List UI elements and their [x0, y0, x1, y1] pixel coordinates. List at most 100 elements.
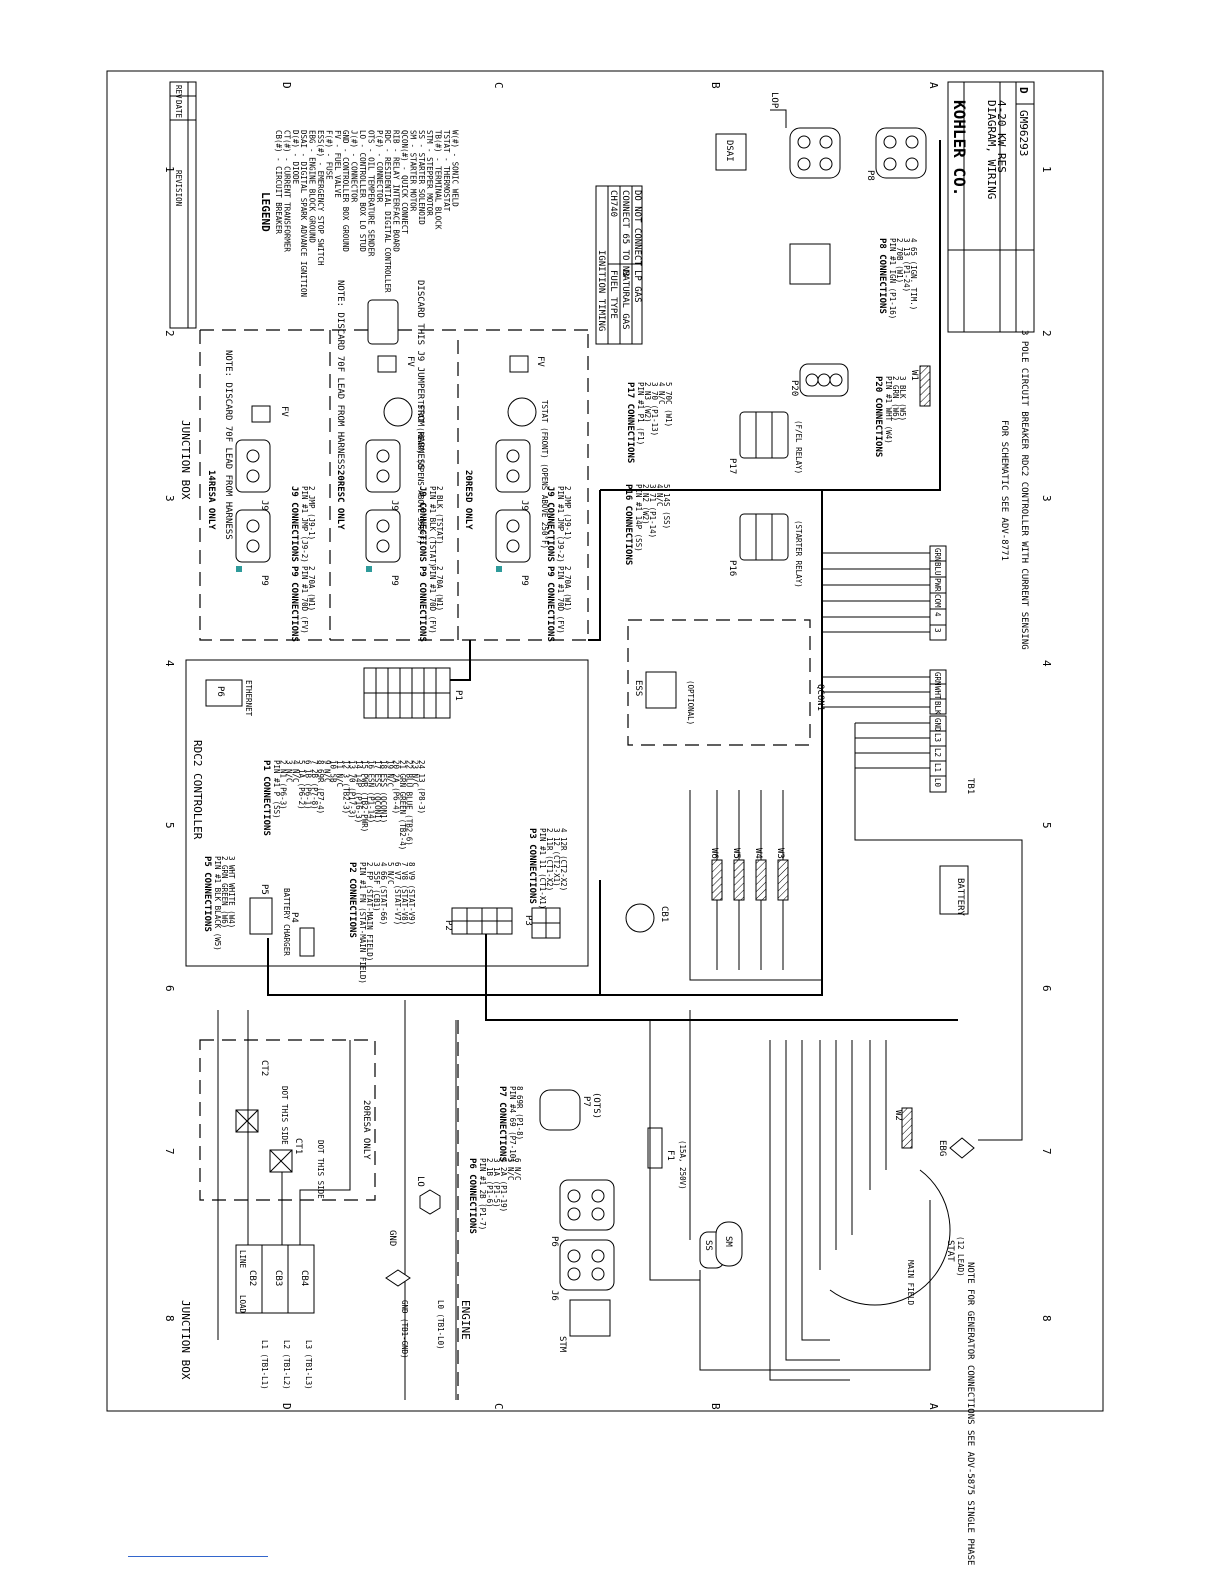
fv-label: FV — [279, 406, 289, 417]
page-footer-link[interactable] — [128, 1556, 268, 1557]
p20-connections-title: P20 CONNECTIONS — [873, 376, 883, 457]
w5-label: W5 — [731, 848, 741, 859]
p2-connection-row: 7 V8 (STAT-V8) — [400, 862, 409, 925]
p9-connection-row: 2 70A (W1) — [435, 566, 444, 611]
p6-connection-row: 2 1B (P1-6) — [485, 1158, 494, 1208]
ess-switch: ESS (OPTIONAL) QCON1 — [633, 671, 825, 725]
tb3-terminal-blk: BLK — [933, 701, 942, 715]
fuel-natural-gas-value: CONNECT 65 TO N3 — [620, 190, 630, 277]
p7-connection-row: PIN #4 69 (P7-10) — [508, 1086, 517, 1163]
legend-item: EBG - ENGINE BLOCK GROUND — [308, 130, 317, 243]
p20-connection-row: 3 BLK (W5) — [898, 376, 907, 421]
zone-number-right: 7 — [1040, 1148, 1053, 1155]
ct-dashed-box — [199, 1039, 376, 1201]
p1-connection-row: 9 N/C — [322, 760, 331, 783]
revision-header: REVISION — [174, 170, 183, 206]
zone-number-right: 4 — [1040, 660, 1053, 667]
p6-connections-title: P6 CONNECTIONS — [467, 1158, 477, 1234]
legend-item: SM - STARTER MOTOR — [408, 130, 417, 212]
zone-letter-top: A — [927, 82, 940, 89]
rev-date-header: DATE — [174, 100, 183, 119]
p6-connection-row: 6 N/C — [513, 1158, 522, 1181]
pin1-marker — [236, 566, 242, 572]
rdc2-controller-label: RDC2 CONTROLLER — [191, 740, 204, 840]
p1-connection-row: 5 1A (P6-2) — [297, 760, 306, 810]
zone-letter-bottom: A — [927, 1403, 940, 1410]
zone-number-left: 4 — [163, 660, 176, 667]
zone-number-right: 2 — [1040, 330, 1053, 337]
zone-letter-top: D — [280, 82, 293, 89]
p17-fuel-relay: P17 (F/EL RELAY) — [727, 411, 803, 474]
legend-item: J(#) - CONNECTOR — [350, 130, 359, 203]
fv-label: FV — [535, 356, 545, 367]
wire-label: GND (TB1-GND) — [400, 1300, 409, 1359]
ess-dashed-box — [627, 619, 811, 746]
p17-connection-row: 3 70 (P1-13) — [650, 382, 659, 436]
tstat-front — [507, 397, 537, 427]
w3-label: W3 — [775, 848, 785, 859]
p2-connection-row: 5 N/C — [386, 862, 395, 885]
drawing-revision: D — [1017, 87, 1030, 94]
zone-number-right: 8 — [1040, 1315, 1053, 1322]
p2-connection-row: 4 66 (STAT-66) — [379, 862, 388, 925]
p16-connection-row: PIN #1 14P (SS) — [634, 484, 643, 552]
w1-label: W1 — [909, 370, 919, 381]
ethernet-port — [205, 679, 243, 707]
p1-connections-title: P1 CONNECTIONS — [261, 760, 271, 836]
note-schematic: FOR SCHEMATIC SEE ADV-8771 — [999, 420, 1009, 561]
main-field-label: MAIN FIELD — [906, 1260, 915, 1306]
p17-connection-row: 5 70C (W1) — [664, 382, 673, 427]
legend-item: QCON(#) - QUICK CONNECT — [400, 130, 409, 234]
ss-label: SS — [703, 1240, 713, 1251]
ebg-label: EBG — [937, 1140, 947, 1156]
p1-connection-row: 20 2A (P6-4) — [392, 760, 401, 814]
tstat-rear — [383, 397, 413, 427]
ct1: CT1 DOT THIS SIDE — [269, 1138, 325, 1199]
p9-label: P9 — [519, 575, 529, 586]
p2-connection-row: 2 FP (STAT-MAIN FIELD) — [365, 862, 374, 961]
legend-item: FV - FUEL VALVE — [333, 130, 342, 198]
cb1-label: CB1 — [659, 906, 669, 922]
cb4-label: CB4 — [299, 1270, 309, 1286]
p17-connection-row: 2 N3 (W2) — [643, 382, 652, 423]
wire-label: L0 (TB1-L0) — [436, 1300, 445, 1350]
p1-connection-row: 3 N/C — [285, 760, 294, 783]
p6-label: P6 — [549, 1236, 559, 1247]
p9-j9-group-2: P9 J9 TSTAT (REAR) (OPENS ABOVE 350°F) F… — [365, 299, 425, 586]
drawing-frame — [106, 70, 1104, 1412]
p1-connection-row: 14 14P (P16-3) — [354, 760, 363, 823]
p1-connection-row: 8 69R (P7-4) — [316, 760, 325, 814]
battery-label: BATTERY — [955, 878, 965, 917]
legend-item: TB(#) - TERMINAL BLOCK — [434, 130, 443, 230]
f1-rating: (15A, 250V) — [678, 1140, 687, 1190]
p9-label: P9 — [389, 575, 399, 586]
p1-connection-row: 15 PWR (TB2-PWR) — [360, 760, 369, 832]
ct2-label: CT2 — [259, 1060, 269, 1076]
zone-number-left: 7 — [163, 1148, 176, 1155]
qcon1-label: QCON1 — [815, 684, 825, 711]
zone-number-right: 5 — [1040, 822, 1053, 829]
j9-label: J9 — [259, 500, 269, 511]
p9-j9-group-1: P9 J9 FV — [235, 405, 289, 586]
fuel-type-header: FUEL TYPE — [608, 270, 618, 319]
p20-connection-row: PIN #1 WHT (W4) — [884, 376, 893, 444]
zone-letter-top: B — [709, 82, 722, 89]
wire-label: L2 (TB1-L2) — [282, 1340, 291, 1390]
p5-connection-row: 2 GRN GREEN (W6) — [220, 856, 229, 928]
p16-connection-row: 3 71 (P1-14) — [648, 484, 657, 538]
tb1-terminal-l1: L1 — [933, 763, 942, 772]
only-20resa-label: 20RESA ONLY — [361, 1100, 371, 1160]
p1-connection-row: 6 1B (P6-1) — [304, 760, 313, 810]
p16-connection-row: 4 N/C — [655, 484, 664, 507]
p9-connections-title: P9 CONNECTIONS — [417, 566, 427, 642]
dsai-module: DSAI LOP — [715, 92, 841, 179]
p8-connection-row: PIN #1 IGN (P1-16) — [888, 238, 897, 319]
legend-heading: LEGEND — [259, 192, 272, 232]
tb2-terminal-4: 4 — [933, 612, 942, 617]
tb2-terminal-blu: BLU — [933, 562, 942, 576]
tb2-terminal-grn: GRN — [933, 548, 942, 562]
wiring-harness — [267, 140, 958, 1400]
p7-connections-title: P7 CONNECTIONS — [497, 1086, 507, 1162]
legend-item: STM - STEPPER MOTOR — [425, 130, 434, 216]
